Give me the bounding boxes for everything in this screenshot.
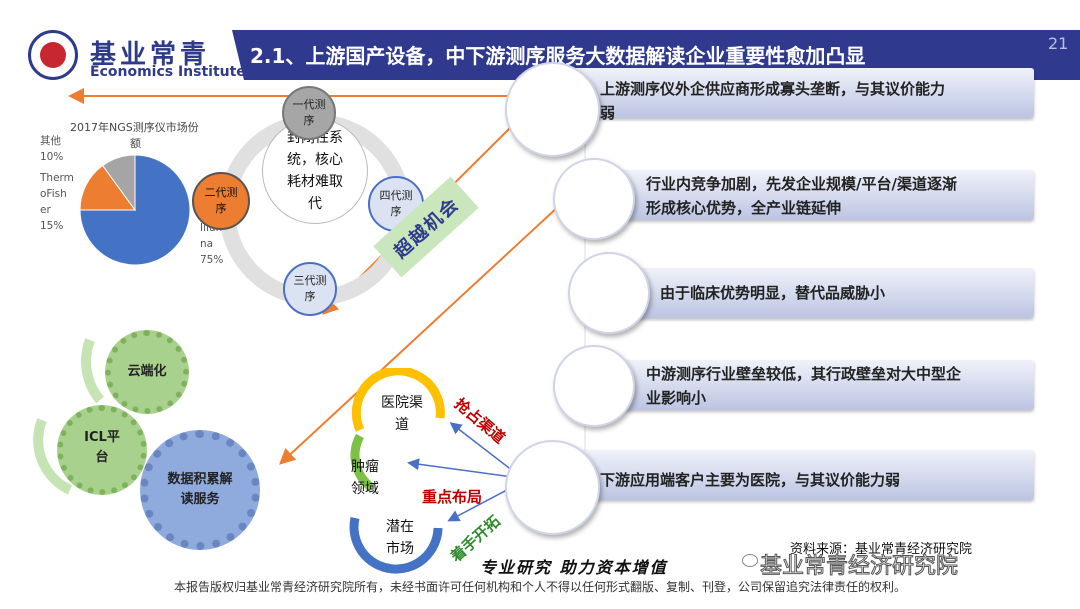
gen2-sequencing: 二代测序	[192, 172, 250, 230]
gear-cloud	[105, 330, 189, 414]
gen3-sequencing: 三代测序	[283, 262, 337, 316]
page-number: 21	[1048, 34, 1069, 53]
point-circle-2	[553, 158, 635, 240]
point-circle-4	[553, 345, 635, 427]
point-bar-5	[560, 450, 1034, 500]
point-circle-1	[505, 62, 600, 157]
gear-icl	[57, 405, 147, 495]
point-2-text: 行业内竞争加剧，先发企业规模/平台/渠道逐渐形成核心优势，全产业链延伸	[646, 175, 957, 217]
gear-cloud-label: 云端化	[127, 364, 167, 379]
point-1-text: 上游测序仪外企供应商形成寡头垄断，与其议价能力弱	[600, 80, 946, 122]
point-bar-2	[600, 170, 1034, 220]
watermark: 基业常青经济研究院	[759, 554, 959, 580]
wechat-icon	[742, 554, 758, 567]
point-4-text: 中游测序行业壁垒较低，其行政壁垒对大中型企业影响小	[646, 365, 962, 407]
tumor-field: 肿瘤领域	[351, 459, 379, 497]
logo-seal	[28, 30, 78, 80]
logo-text-cn: 基业常青	[90, 40, 211, 70]
data-source: 资料来源：基业常青经济研究院	[790, 542, 973, 557]
logo-text-en: Economics Institute	[90, 64, 246, 80]
pie-slice-其他	[101, 154, 136, 212]
pie-slice-thermofisher	[79, 164, 136, 211]
pie-title: 2017年NGS测序仪市场份 额	[70, 121, 199, 150]
market-share-pie	[79, 154, 191, 266]
point-bar-4	[600, 360, 1034, 410]
point-bar-1	[560, 68, 1034, 118]
point-3-text: 由于临床优势明显，替代品威胁小	[660, 284, 886, 302]
gear-data-service	[140, 430, 260, 550]
point-circle-3	[568, 252, 650, 334]
potential-market: 潜在市场	[386, 519, 414, 557]
gen1-sequencing: 一代测序	[282, 86, 336, 140]
hospital-channel: 医院渠道	[381, 395, 423, 433]
copyright-footer: 本报告版权归基业常青经济研究院所有，未经书面许可任何机构和个人不得以任何形式翻版…	[173, 580, 906, 594]
slogan: 专业研究 助力资本增值	[480, 558, 668, 577]
point-bar-3	[620, 268, 1034, 318]
market-cycle-arrows	[349, 368, 445, 574]
gear-data-service-label: 数据积累解读服务	[167, 472, 233, 507]
point-5-text: 下游应用端客户主要为医院，与其议价能力弱	[600, 471, 901, 489]
gear-cycle	[33, 338, 104, 495]
gear-icl-label: ICL平台	[84, 430, 120, 465]
point-circle-5	[505, 440, 600, 535]
tag-key-layout: 重点布局	[422, 488, 483, 506]
gen4-sequencing: 四代测序	[368, 176, 424, 232]
